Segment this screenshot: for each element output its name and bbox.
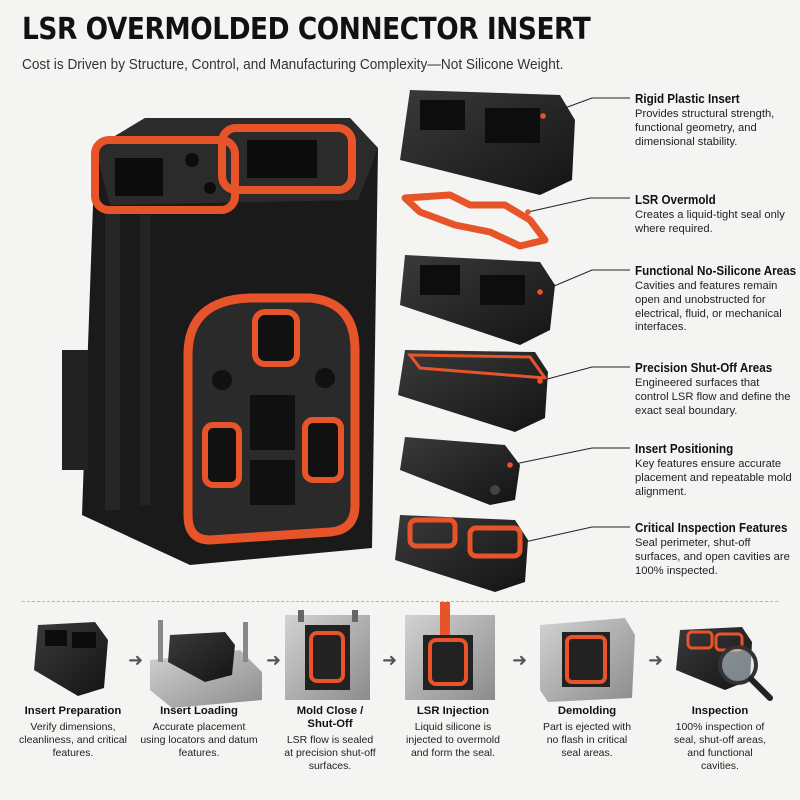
arrow-right-icon: ➜ (512, 650, 528, 670)
arrow-right-icon: ➜ (648, 650, 664, 670)
step-title: LSR Injection (416, 705, 490, 717)
step-title: Insert Preparation (24, 705, 122, 717)
callout-description: Cavities and features remain open and un… (635, 280, 782, 334)
callout-lsr-overmold: LSR Overmold Creates a liquid-tight seal… (635, 193, 795, 237)
step-title: Insert Loading (160, 705, 238, 717)
callout-rigid-plastic-insert: Rigid Plastic Insert Provides structural… (635, 92, 795, 149)
callout-title: Rigid Plastic Insert (635, 92, 740, 106)
arrow-right-icon: ➜ (266, 650, 282, 670)
process-step-lsr-injection: LSR Injection Liquid silicone is injecte… (394, 705, 512, 760)
step-title: Demolding (557, 705, 617, 717)
step-description: 100% inspection of seal, shut-off areas,… (673, 721, 767, 772)
exploded-positioning-layer (400, 437, 520, 505)
callout-description: Creates a liquid-tight seal only where r… (635, 209, 785, 235)
callout-description: Seal perimeter, shut-off surfaces, and o… (635, 537, 790, 577)
callout-critical-inspection-features: Critical Inspection Features Seal perime… (635, 521, 795, 578)
callout-description: Provides structural strength, functional… (635, 108, 775, 148)
process-step-mold-close: Mold Close / Shut-Off LSR flow is sealed… (270, 705, 390, 773)
exploded-inspection-layer (395, 515, 528, 592)
step-demolding-illustration (540, 618, 635, 702)
callout-title: Critical Inspection Features (635, 521, 788, 535)
callout-leaders (507, 97, 630, 546)
exploded-rigid-insert (400, 90, 575, 195)
step-description: Liquid silicone is injected to overmold … (406, 721, 500, 759)
main-connector-illustration (62, 118, 378, 565)
exploded-no-silicone-layer (400, 255, 555, 345)
callout-description: Engineered surfaces that control LSR flo… (635, 377, 791, 417)
magnifier-icon (718, 645, 758, 685)
step-mold-close-illustration (285, 610, 370, 700)
step-description: Part is ejected with no flash in critica… (542, 721, 632, 759)
callout-precision-shutoff-areas: Precision Shut-Off Areas Engineered surf… (635, 361, 795, 418)
callout-title: LSR Overmold (635, 193, 716, 207)
process-step-demolding: Demolding Part is ejected with no flash … (528, 705, 646, 760)
callout-title: Precision Shut-Off Areas (635, 361, 773, 375)
step-description: Verify dimensions, cleanliness, and crit… (19, 721, 127, 759)
callout-title: Insert Positioning (635, 442, 734, 456)
callout-description: Key features ensure accurate placement a… (635, 458, 792, 498)
process-step-insert-loading: Insert Loading Accurate placement using … (140, 705, 258, 760)
step-lsr-injection-illustration (405, 602, 495, 700)
callout-title: Functional No-Silicone Areas (635, 264, 797, 278)
step-inspection-illustration (676, 627, 773, 701)
step-insert-preparation-illustration (34, 622, 108, 696)
step-description: Accurate placement using locators and da… (140, 721, 258, 759)
callout-functional-no-silicone-areas: Functional No-Silicone Areas Cavities an… (635, 264, 797, 335)
process-step-insert-preparation: Insert Preparation Verify dimensions, cl… (14, 705, 132, 760)
arrow-right-icon: ➜ (128, 650, 144, 670)
exploded-shutoff-layer (398, 350, 549, 432)
section-divider (22, 601, 778, 602)
process-step-inspection: Inspection 100% inspection of seal, shut… (660, 705, 780, 773)
step-title: Inspection (691, 705, 749, 717)
exploded-lsr-overmold (401, 191, 549, 250)
step-insert-loading-illustration (150, 620, 262, 708)
page-title: LSR OVERMOLDED CONNECTOR INSERT (22, 12, 591, 47)
page-subtitle: Cost is Driven by Structure, Control, an… (22, 57, 564, 73)
step-description: LSR flow is sealed at precision shut-off… (284, 734, 376, 772)
callout-insert-positioning: Insert Positioning Key features ensure a… (635, 442, 795, 499)
arrow-right-icon: ➜ (382, 650, 398, 670)
step-title: Mold Close / Shut-Off (296, 705, 364, 730)
